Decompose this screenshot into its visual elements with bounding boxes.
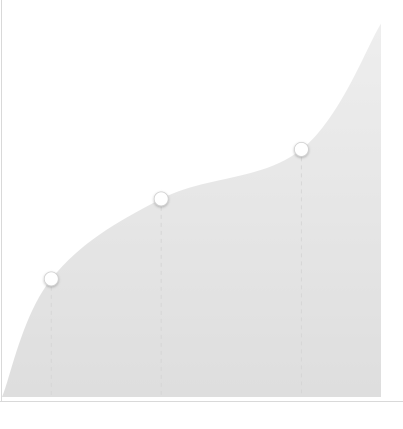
data-point-3[interactable] [294, 141, 309, 157]
area-series [2, 23, 381, 398]
data-point-1[interactable] [43, 271, 59, 287]
data-point-2[interactable] [153, 191, 169, 207]
